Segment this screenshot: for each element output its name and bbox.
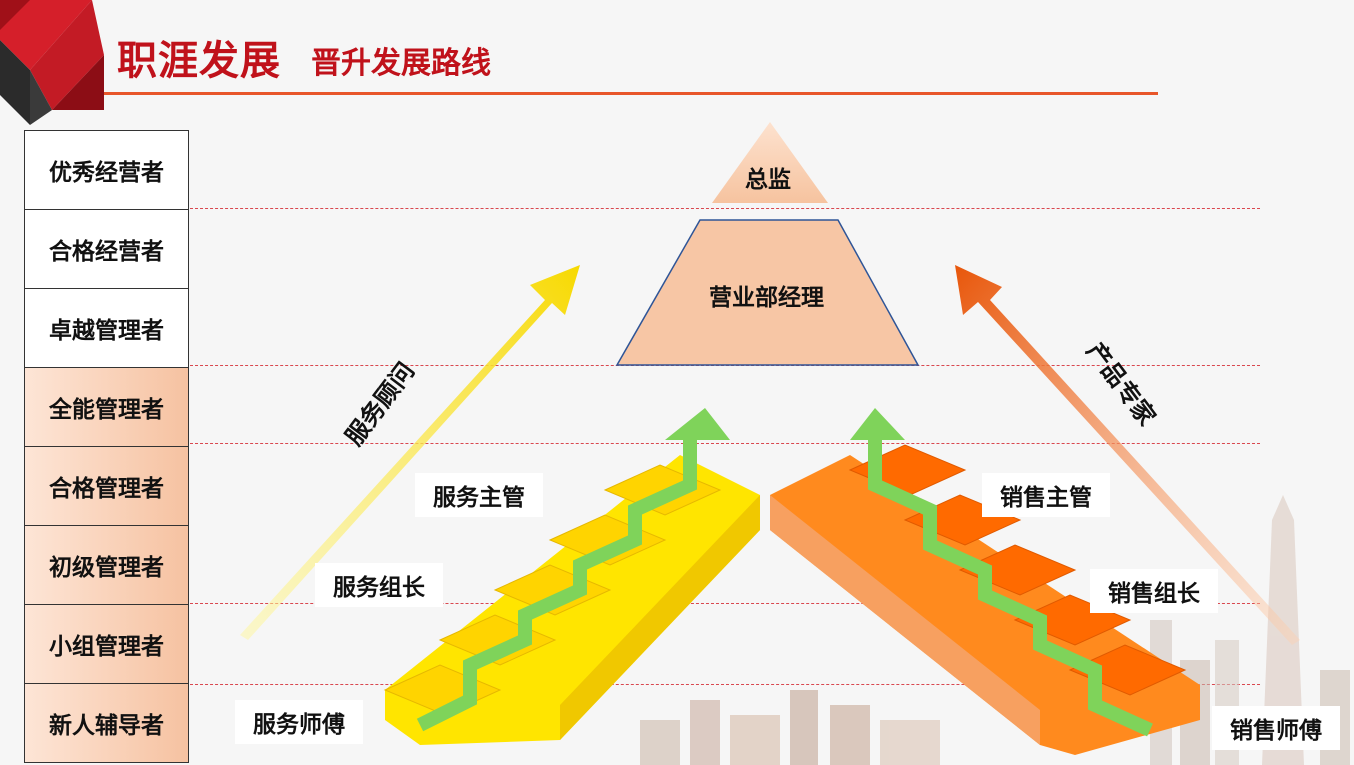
service-step-3: 服务主管	[415, 473, 543, 517]
title-divider	[104, 92, 1158, 95]
sales-step-3: 销售主管	[982, 473, 1110, 517]
pyramid-top-label: 总监	[745, 167, 791, 193]
sales-step-1: 销售师傅	[1212, 706, 1340, 750]
level-divider-line	[190, 684, 1260, 685]
level-cell-2: 合格经营者	[24, 210, 189, 289]
service-step-2: 服务组长	[315, 563, 443, 607]
page-subtitle: 晋升发展路线	[311, 46, 491, 81]
sales-green-arrowhead	[850, 408, 905, 440]
career-level-column: 优秀经营者 合格经营者 卓越管理者 全能管理者 合格管理者 初级管理者 小组管理…	[24, 130, 189, 763]
level-cell-4: 全能管理者	[24, 368, 189, 447]
corner-logo	[0, 0, 104, 125]
pyramid-middle-trapezoid	[615, 219, 920, 366]
sales-step-2: 销售组长	[1090, 569, 1218, 613]
service-step-1: 服务师傅	[235, 700, 363, 744]
service-staircase	[383, 408, 760, 745]
level-cell-8: 新人辅导者	[24, 684, 189, 763]
level-divider-line	[190, 603, 1260, 604]
level-cell-6: 初级管理者	[24, 526, 189, 605]
service-green-arrowhead	[665, 408, 730, 440]
level-cell-7: 小组管理者	[24, 605, 189, 684]
service-growth-arrow	[240, 265, 580, 640]
level-cell-5: 合格管理者	[24, 447, 189, 526]
level-cell-1: 优秀经营者	[24, 131, 189, 210]
pyramid-top-triangle	[712, 122, 828, 203]
sales-staircase	[770, 408, 1200, 755]
level-divider-line	[190, 208, 1260, 209]
pyramid-middle-label: 营业部经理	[709, 285, 824, 311]
level-cell-3: 卓越管理者	[24, 289, 189, 368]
level-divider-line	[190, 443, 1260, 444]
page-title: 职涯发展	[117, 38, 281, 84]
sales-growth-arrow	[955, 265, 1300, 645]
